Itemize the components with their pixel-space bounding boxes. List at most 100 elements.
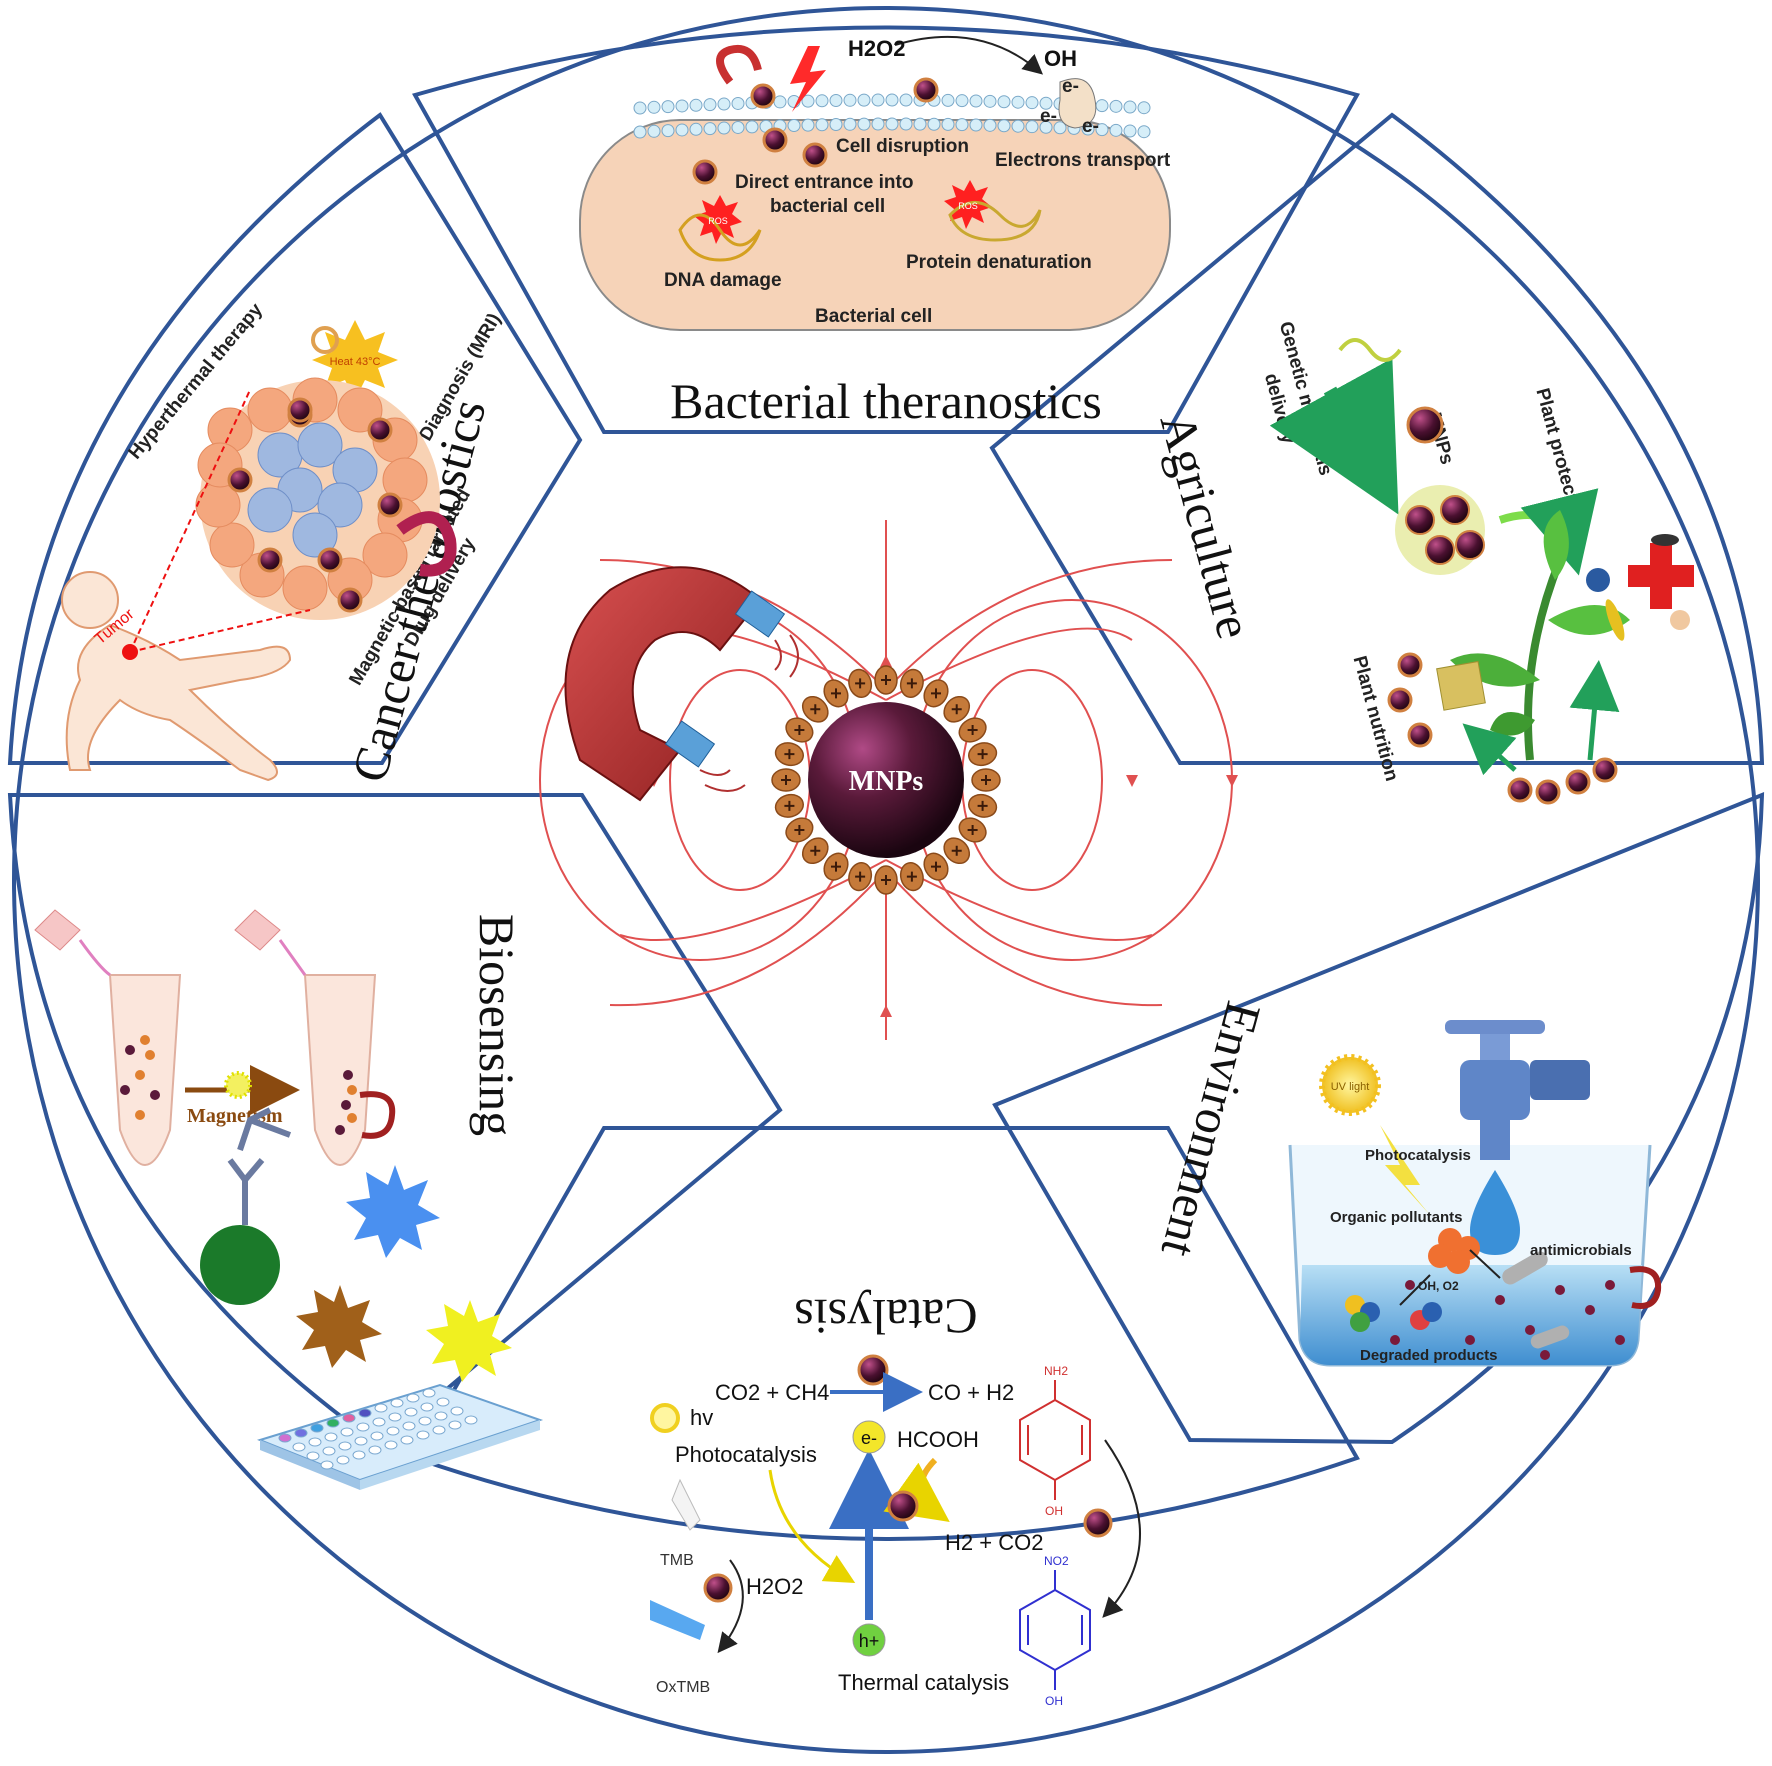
- tumor-connector-lines: [129, 389, 311, 653]
- bacterial-cell-label: Bacterial cell: [815, 306, 932, 327]
- protein-denaturation-label: Protein denaturation: [906, 252, 1092, 273]
- electron-label: e-: [1082, 116, 1099, 137]
- star-icon: [346, 1165, 440, 1258]
- ros-label: ROS: [958, 201, 978, 211]
- tmb-arrow: [717, 1559, 744, 1654]
- nitrophenol-structure: [1019, 1570, 1091, 1690]
- photocatalysis-arrow: [768, 1469, 856, 1583]
- section-cancer: Cancer theranostics Hyperthermal therapy…: [61, 299, 505, 788]
- hcooh-arrow: [883, 1457, 950, 1522]
- antimicrobial-capsules: [1502, 1251, 1570, 1349]
- surface-charge: [923, 852, 949, 881]
- surface-charge: [958, 817, 987, 843]
- aminophenol-structure: [1019, 1380, 1091, 1500]
- thermometer-icon: [311, 326, 339, 354]
- surface-charge: [943, 837, 971, 865]
- small-magnet-icon: [396, 511, 457, 577]
- protection-cross-icon: [1628, 543, 1694, 609]
- tube-icon: [671, 1478, 701, 1531]
- co2-ch4-label: CO2 + CH4: [715, 1380, 829, 1405]
- surface-charge: [874, 665, 898, 695]
- tumor-cluster-icon: [195, 377, 440, 620]
- hole-label: h+: [859, 1631, 880, 1651]
- oh-o2-label: OH, O2: [1418, 1279, 1459, 1293]
- surface-charge: [968, 742, 998, 767]
- direct-entrance-label-2: bacterial cell: [770, 196, 885, 217]
- surface-charge: [958, 717, 987, 743]
- oh-label: OH: [1044, 46, 1077, 71]
- h2-co2-label: H2 + CO2: [945, 1530, 1043, 1555]
- electron-label: e-: [1062, 76, 1079, 97]
- surface-charge: [923, 679, 949, 708]
- cell-membrane: [633, 93, 1151, 139]
- surface-charge: [848, 668, 873, 698]
- bead-icon: [200, 1225, 280, 1305]
- mnp-icon: [1083, 1508, 1113, 1538]
- dna-icon: [678, 213, 762, 262]
- surface-charge: [823, 852, 849, 881]
- antimicrobials-label: antimicrobials: [1530, 1242, 1632, 1259]
- surface-charge: [785, 717, 814, 743]
- mnp-icon: [857, 1354, 889, 1386]
- surface-charge: [848, 862, 873, 892]
- insect-icon: [1651, 534, 1679, 546]
- soil-cube-icon: [1436, 660, 1486, 711]
- nutrition-arrow: [1462, 723, 1517, 776]
- insect-icon: [1670, 610, 1690, 630]
- oh-top-label: OH: [1045, 1504, 1063, 1518]
- mnp-center-label: MNPs: [849, 766, 924, 797]
- bacterial-nanoparticles: [692, 77, 939, 185]
- electron-shuttle-icon: [1058, 78, 1097, 129]
- tube-icon-1: [34, 909, 182, 1166]
- section-bacterial: H2O2 OH e- e- e- Cell disruption Direct …: [579, 35, 1171, 429]
- surface-charge: [801, 695, 829, 723]
- mnp-icon: [703, 1573, 733, 1603]
- protection-arrow: [1498, 488, 1599, 576]
- no2-label: NO2: [1044, 1554, 1069, 1568]
- direct-entrance-label: Direct entrance into: [735, 172, 913, 193]
- ros-burst-icon: [694, 195, 742, 244]
- section-environment: Environment UV light: [1151, 996, 1662, 1367]
- hole-icon: [852, 1623, 886, 1657]
- protein-icon: [948, 201, 1042, 242]
- biosensing-title: Biosensing: [469, 914, 525, 1136]
- surface-charge: [785, 817, 814, 843]
- tube-icon-2: [234, 909, 377, 1166]
- pathogen-icon: [1586, 568, 1610, 592]
- surface-charge: [823, 679, 849, 708]
- surface-charge: [801, 837, 829, 865]
- surface-charges: [771, 665, 1001, 895]
- dna-damage-label: DNA damage: [664, 270, 782, 291]
- surface-charge: [968, 793, 998, 818]
- electron-label: e-: [1040, 106, 1057, 127]
- surface-charge: [971, 768, 1001, 792]
- h2o2-label: H2O2: [848, 36, 905, 61]
- reduction-arrow: [1102, 1439, 1141, 1618]
- uv-light-label: UV light: [1331, 1081, 1370, 1093]
- coated-mnp-cluster: [1395, 485, 1485, 575]
- antibody-icon: [227, 1107, 292, 1225]
- degraded-products-label: Degraded products: [1360, 1347, 1498, 1364]
- small-magnet-icon: [359, 1091, 396, 1139]
- section-biosensing: Biosensing Magnetism: [34, 909, 544, 1490]
- hv-label: hv: [690, 1405, 713, 1430]
- env-photocatalysis-label: Photocatalysis: [1365, 1147, 1471, 1164]
- small-magnet-icon: [716, 45, 762, 85]
- well-plate-icon: [256, 1383, 544, 1490]
- section-catalysis: Catalysis CO2 + CH4 CO + H2 hv Photocata…: [650, 1289, 1141, 1708]
- surface-charge: [774, 742, 804, 767]
- sun-icon: [1319, 1054, 1381, 1116]
- environment-nanoparticles: [1390, 1280, 1625, 1360]
- heat-label: Heat 43°C: [330, 356, 381, 368]
- ros-label: ROS: [708, 216, 728, 226]
- organic-pollutants-label: Organic pollutants: [1330, 1209, 1463, 1226]
- surface-charge: [943, 695, 971, 723]
- delivery-arrow: [1269, 358, 1399, 515]
- water-drop-icon: [1470, 1170, 1520, 1255]
- nutrition-nanoparticles: [1387, 652, 1618, 805]
- reaction-line: [1399, 1274, 1431, 1306]
- mnp-icon: [1406, 406, 1444, 444]
- nutrition-arrow: [1569, 660, 1620, 761]
- star-icon: [296, 1285, 382, 1368]
